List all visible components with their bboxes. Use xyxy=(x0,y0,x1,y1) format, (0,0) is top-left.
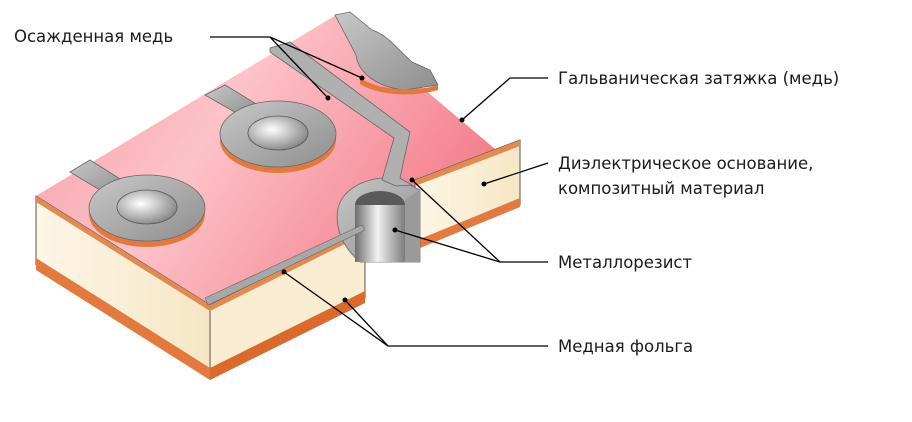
label-copper-foil: Медная фольга xyxy=(558,337,693,356)
dot-deposited-b xyxy=(359,75,365,81)
label-metal-resist: Металлорезист xyxy=(558,253,692,272)
plated-through-hole xyxy=(336,177,421,263)
dot-foil-a xyxy=(342,297,348,303)
copper-foil-bottom-front xyxy=(210,291,365,380)
leader-lines xyxy=(210,36,549,347)
signal-trace xyxy=(269,41,414,187)
edge-pad-top-right xyxy=(334,11,439,95)
dot-metal-resist-a xyxy=(409,177,415,183)
edge-pad-copper-lip xyxy=(360,78,438,95)
copper-foil-right xyxy=(415,198,520,250)
leader-dots xyxy=(281,75,487,303)
pad-left-hole xyxy=(116,189,178,225)
dot-galvanic xyxy=(459,117,465,123)
label-dielectric-line1: Диэлектрическое основание, xyxy=(558,154,813,173)
pad-middle-hole xyxy=(247,115,309,151)
copper-top-right xyxy=(415,140,520,186)
dot-deposited-a xyxy=(325,95,331,101)
right-block xyxy=(414,139,521,250)
leader-copper-foil xyxy=(344,299,548,347)
pad-middle xyxy=(204,84,337,173)
label-galvanic-plating: Гальваническая затяжка (медь) xyxy=(558,69,839,88)
via-barrel xyxy=(355,205,405,262)
dot-metal-resist-b xyxy=(392,227,398,233)
leader-copper-foil-2 xyxy=(283,271,389,347)
edge-pad-shape xyxy=(334,11,439,91)
label-deposited-copper: Осажденная медь xyxy=(14,27,173,46)
leader-dielectric xyxy=(483,162,549,185)
leader-metal-resist-2 xyxy=(394,229,501,263)
pad-left xyxy=(69,159,206,247)
edge-trace xyxy=(204,224,366,306)
label-dielectric-line2: композитный материал xyxy=(558,179,764,198)
via-barrel-right-wall xyxy=(405,190,420,262)
dot-dielectric xyxy=(481,181,487,187)
leader-deposited-copper-2 xyxy=(269,36,363,79)
leader-galvanic xyxy=(461,77,548,121)
dot-foil-b xyxy=(281,269,287,275)
copper-foil-bottom-left xyxy=(36,258,210,380)
